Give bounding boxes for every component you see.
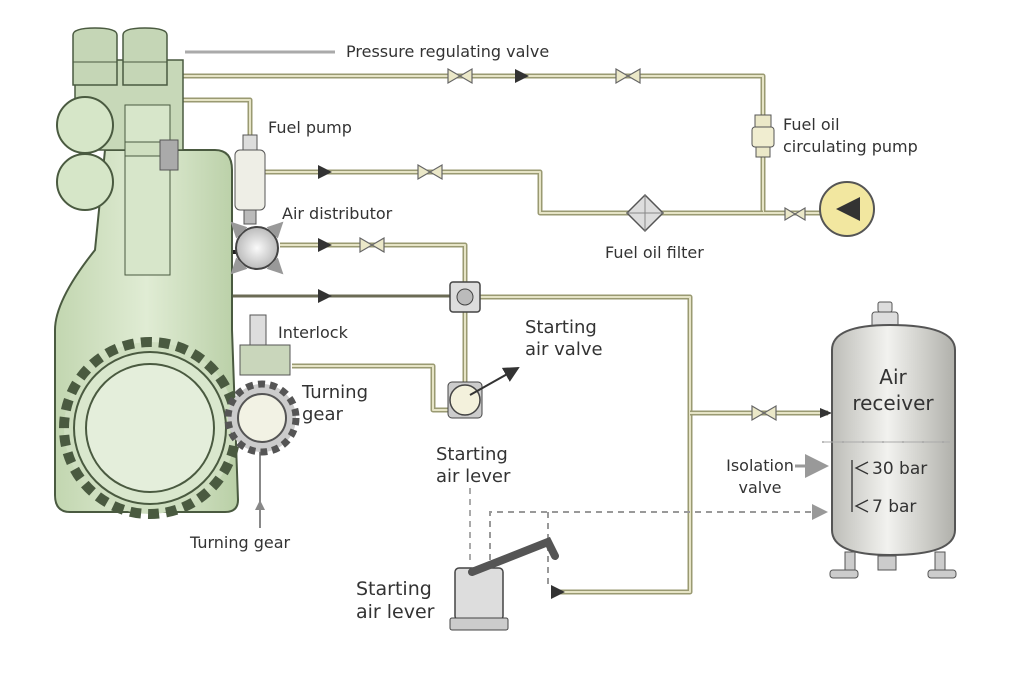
cylinder-head (72, 27, 118, 86)
gate-valves (359, 67, 806, 422)
label-air-receiver: Air (879, 365, 907, 389)
starting-air-lever (449, 536, 559, 631)
valve-icon (417, 163, 443, 181)
label-turning-gear-bottom: Turning gear (189, 533, 291, 552)
label-starting-air-lever: Starting (356, 578, 432, 600)
air-distribution-block (449, 281, 481, 313)
fuel-oil-filter-icon (625, 193, 665, 233)
label-fuel-oil-circulating-pump: Fuel oil (783, 115, 840, 134)
label-interlock: Interlock (278, 323, 349, 342)
label-fuel-oil-circulating-pump-line2: circulating pump (783, 137, 918, 156)
cylinder-cover (56, 96, 114, 154)
label-air-distributor: Air distributor (282, 204, 393, 223)
air-distributor (230, 221, 284, 275)
cylinder-head (122, 27, 168, 86)
starting-air-valve (447, 367, 520, 419)
label-starting-air-lever-mid-line2: air lever (436, 466, 511, 487)
flywheel-gear-icon (59, 337, 241, 519)
label-air-receiver-line2: receiver (852, 391, 934, 415)
flow-arrow (551, 585, 565, 599)
valve-icon (751, 404, 777, 422)
pressure-marker-icon (854, 461, 869, 475)
valve-icon (359, 236, 385, 254)
flow-arrow (318, 289, 332, 303)
air-receiver (822, 301, 957, 579)
label-turning-gear: Turning (301, 382, 368, 403)
pressure-marker-icon (854, 499, 869, 513)
label-turning-gear-line2: gear (302, 404, 344, 425)
fuel-oil-circulating-pump-inline (751, 114, 775, 158)
drain-valve-icon (877, 555, 897, 571)
turning-gear (224, 314, 300, 456)
label-starting-air-lever-mid: Starting (436, 444, 508, 465)
labels: Pressure regulating valve Fuel pump Air … (189, 42, 934, 623)
fuel-pump (234, 134, 266, 225)
label-isolation-valve-line2: valve (738, 478, 781, 497)
label-pressure-regulating-valve: Pressure regulating valve (346, 42, 549, 61)
flow-arrow (318, 165, 332, 179)
flow-arrow (515, 69, 529, 83)
label-starting-air-lever-line2: air lever (356, 601, 435, 623)
pipework (126, 50, 832, 599)
valve-icon (784, 206, 806, 222)
label-isolation-valve: Isolation (726, 456, 794, 475)
engine (54, 27, 241, 519)
label-pressure-7-bar: 7 bar (872, 497, 916, 517)
label-pressure-30-bar: 30 bar (872, 459, 927, 479)
valve-icon (615, 67, 641, 85)
label-fuel-pump: Fuel pump (268, 118, 352, 137)
flow-arrow (318, 238, 332, 252)
cylinder-cover (56, 153, 114, 211)
fuel-oil-circulating-pump (819, 181, 875, 237)
label-starting-air-valve-line2: air valve (525, 339, 603, 360)
valve-icon (447, 67, 473, 85)
label-starting-air-valve: Starting (525, 317, 597, 338)
label-fuel-oil-filter: Fuel oil filter (605, 243, 704, 262)
